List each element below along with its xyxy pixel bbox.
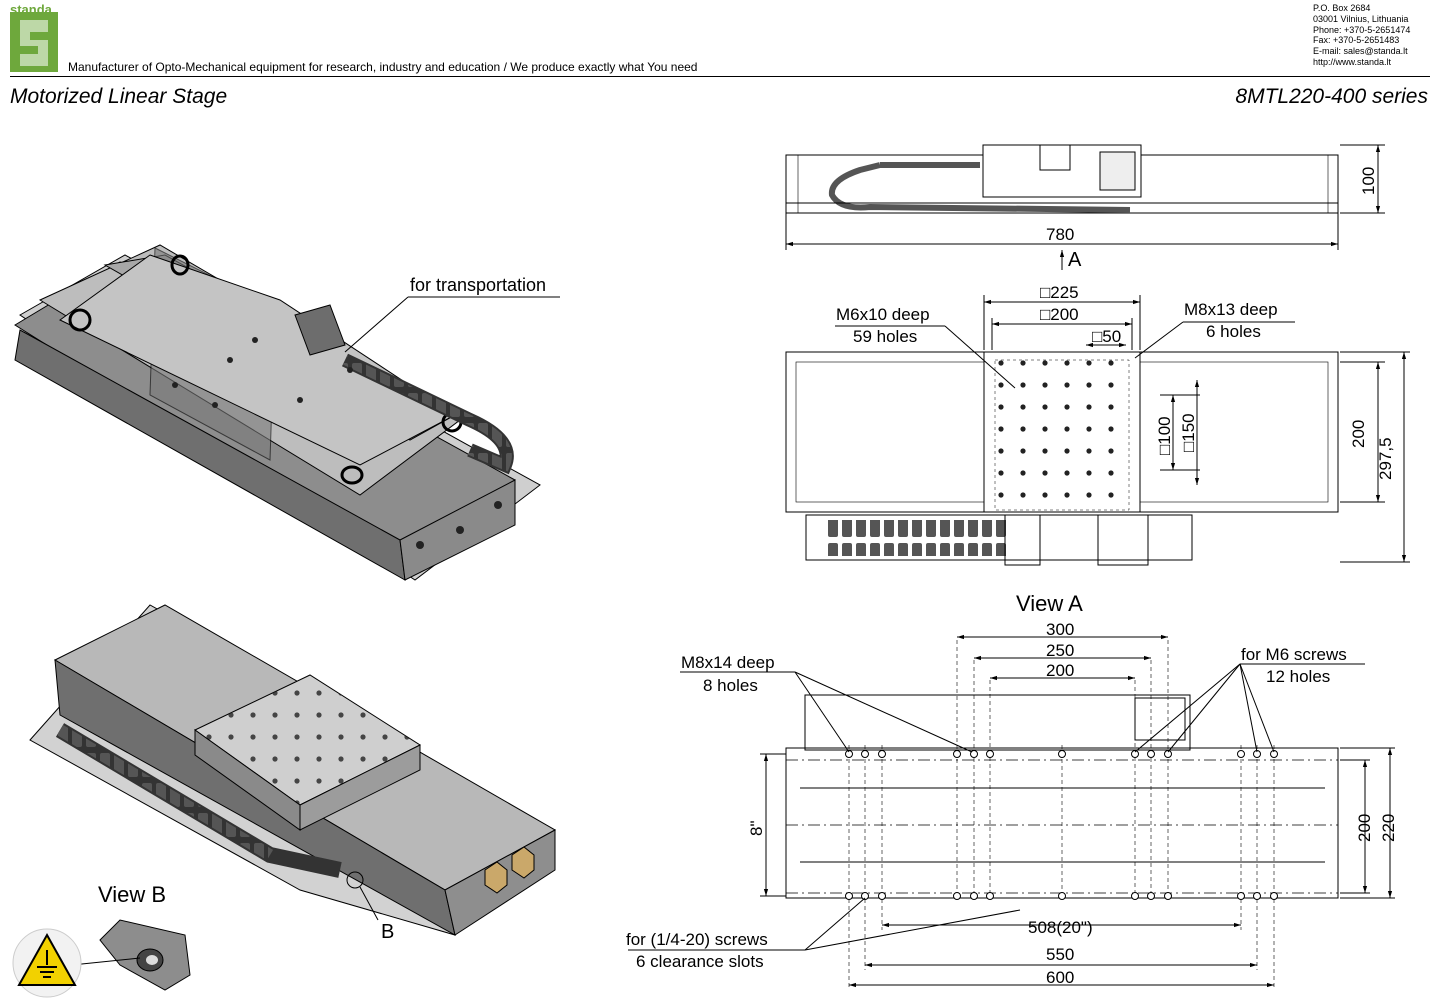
- dim-200-square: □200: [1040, 305, 1079, 324]
- contact-url: http://www.standa.lt: [1313, 56, 1392, 67]
- callout-8-holes: 8 holes: [703, 676, 758, 695]
- dim-300: 300: [1046, 620, 1074, 639]
- width-220: 220: [1379, 814, 1398, 842]
- dim-508: 508(20"): [1028, 918, 1093, 937]
- view-b-label: View B: [98, 882, 166, 907]
- dim-600: 600: [1046, 968, 1074, 987]
- contact-line: 03001 Vilnius, Lithuania: [1313, 13, 1409, 24]
- view-a-drawing: [628, 634, 1395, 990]
- callout-m8-13-deep: M8x13 deep: [1184, 300, 1278, 319]
- callout-m6-deep: M6x10 deep: [836, 305, 930, 324]
- dim-200-a: 200: [1046, 661, 1074, 680]
- callout-m8-14-deep: M8x14 deep: [681, 653, 775, 672]
- plan-view: [785, 295, 1410, 566]
- iso-view-top: for transportation: [14, 244, 560, 581]
- dim-150-square: □150: [1179, 413, 1198, 452]
- view-a-title: View A: [1016, 591, 1083, 616]
- transport-callout: for transportation: [410, 275, 546, 295]
- iso-view-bottom: B: [29, 604, 557, 943]
- height-100: 100: [1359, 167, 1378, 195]
- callout-12-holes: 12 holes: [1266, 667, 1330, 686]
- length-780: 780: [1046, 225, 1074, 244]
- dim-8-inch: 8": [747, 821, 766, 837]
- contact-email: E-mail: sales@standa.lt: [1313, 46, 1408, 57]
- logo: [10, 0, 60, 74]
- dim-250: 250: [1046, 641, 1074, 660]
- brand-name: standa: [10, 2, 52, 17]
- width-297-5: 297,5: [1376, 437, 1395, 480]
- product-title: Motorized Linear Stage: [10, 85, 228, 108]
- view-b-detail: View B: [12, 882, 191, 998]
- header-rule: [10, 76, 1430, 77]
- contact-line: Phone: +370-5-2651474: [1313, 24, 1411, 35]
- callout-clearance-slots: 6 clearance slots: [636, 952, 764, 971]
- logo-mark-icon: [10, 12, 58, 72]
- width-200-a: 200: [1355, 814, 1374, 842]
- callout-6-holes: 6 holes: [1206, 322, 1261, 341]
- detail-b-marker: B: [381, 921, 394, 943]
- callout-quarter-20-screws: for (1/4-20) screws: [626, 930, 768, 949]
- elevation-view: [785, 144, 1385, 270]
- contact-line: Fax: +370-5-2651483: [1313, 35, 1400, 46]
- tagline: Manufacturer of Opto-Mechanical equipmen…: [68, 60, 698, 74]
- contact-block: P.O. Box 2684 03001 Vilnius, Lithuania P…: [1313, 3, 1410, 68]
- dim-550: 550: [1046, 945, 1074, 964]
- dim-50: □50: [1092, 327, 1121, 346]
- callout-m6-screws: for M6 screws: [1241, 645, 1347, 664]
- callout-59-holes: 59 holes: [853, 327, 917, 346]
- dim-225: □225: [1040, 283, 1079, 302]
- contact-line: P.O. Box 2684: [1313, 3, 1371, 13]
- width-200: 200: [1349, 420, 1368, 448]
- series-title: 8MTL220-400 series: [1235, 85, 1428, 108]
- dim-100-square: □100: [1155, 416, 1174, 455]
- view-a-arrow-label: A: [1068, 249, 1082, 271]
